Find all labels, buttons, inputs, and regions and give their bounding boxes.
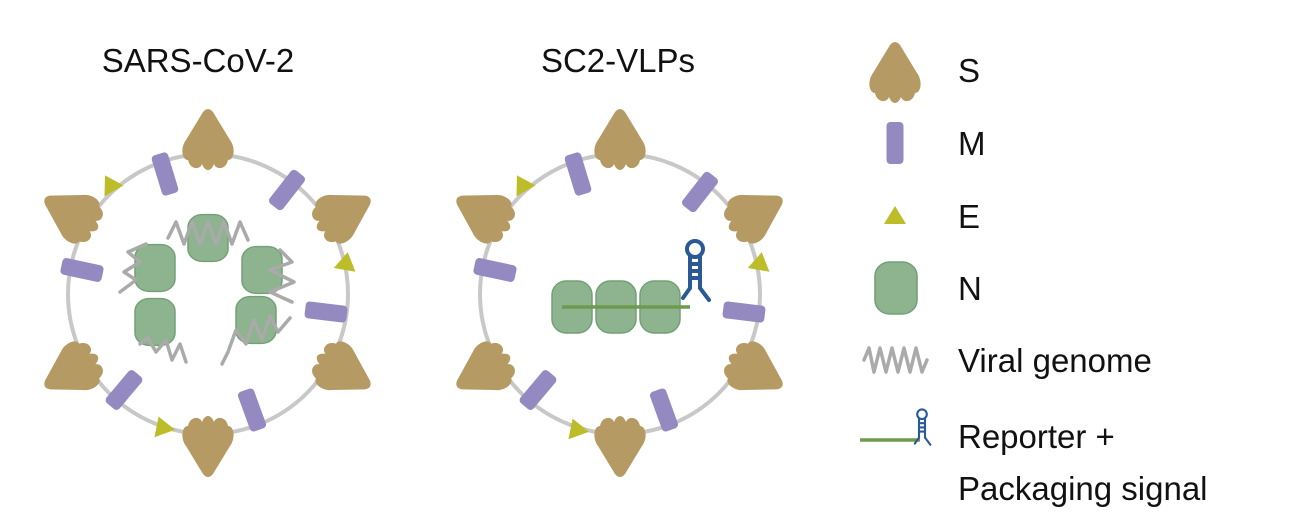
e-protein-right-2: [747, 250, 773, 272]
legend-nucleocapsid-icon: [874, 261, 918, 315]
spike-left-upper-left: [32, 176, 111, 252]
legend-reporter-label-line1: Reporter +: [958, 418, 1115, 455]
viral-genome-left: [118, 220, 296, 366]
packaging-signal-right: [681, 239, 711, 302]
legend-s-label: S: [958, 52, 980, 89]
legend-item-m: M: [886, 122, 986, 164]
legend-m-label: M: [958, 125, 986, 162]
legend: S M E N Viral genome Reporter + Packagin…: [860, 42, 1208, 507]
spike-right-lower-right: [716, 333, 795, 409]
spike-left-lower-right: [304, 333, 383, 409]
packaging-signal-stemloop: [681, 239, 711, 302]
legend-genome-label: Viral genome: [958, 342, 1152, 379]
sc2-vlp-particle: [444, 109, 795, 477]
nucleocapsid-left-5: [134, 243, 176, 293]
legend-e-protein-icon: [884, 206, 906, 224]
m-protein-right-4: [648, 387, 680, 433]
legend-reporter-label-line2: Packaging signal: [958, 470, 1208, 507]
spike-right-bottom: [594, 416, 646, 477]
spike-left-bottom: [182, 416, 234, 477]
title-sc2-vlps: SC2-VLPs: [541, 42, 695, 79]
legend-item-s: S: [869, 42, 980, 103]
legend-packaging-signal-icon: [913, 408, 932, 446]
nucleocapsid-left-2: [241, 245, 283, 295]
sars-cov-2-virion: [32, 109, 383, 477]
nucleocapsid-cluster-left: [134, 213, 283, 347]
legend-m-protein-icon: [886, 122, 904, 164]
spike-left-upper-right: [304, 176, 383, 252]
legend-item-e: E: [884, 198, 980, 235]
nucleocapsid-left-4: [134, 297, 176, 347]
m-protein-left-4: [236, 387, 268, 433]
spike-left-top: [182, 109, 234, 170]
legend-genome-icon: [862, 346, 929, 374]
spike-right-upper-left: [444, 176, 523, 252]
spike-right-lower-left: [444, 333, 523, 409]
legend-spike-icon: [869, 42, 921, 103]
viral-envelope-left: [66, 152, 350, 436]
spike-right-upper-right: [716, 176, 795, 252]
legend-item-n: N: [874, 261, 982, 315]
m-protein-left-6: [59, 257, 105, 283]
spike-right-top: [594, 109, 646, 170]
spike-proteins-left: [32, 109, 383, 477]
legend-e-label: E: [958, 198, 980, 235]
legend-item-genome: Viral genome: [862, 342, 1152, 379]
spike-left-lower-left: [32, 333, 111, 409]
legend-n-label: N: [958, 270, 982, 307]
e-protein-left-3: [148, 412, 176, 438]
legend-item-reporter: Reporter + Packaging signal: [860, 408, 1208, 507]
e-protein-right-3: [562, 414, 590, 440]
m-protein-left-3: [304, 301, 348, 323]
title-sars-cov-2: SARS-CoV-2: [102, 42, 295, 79]
e-protein-left-2: [333, 250, 359, 272]
